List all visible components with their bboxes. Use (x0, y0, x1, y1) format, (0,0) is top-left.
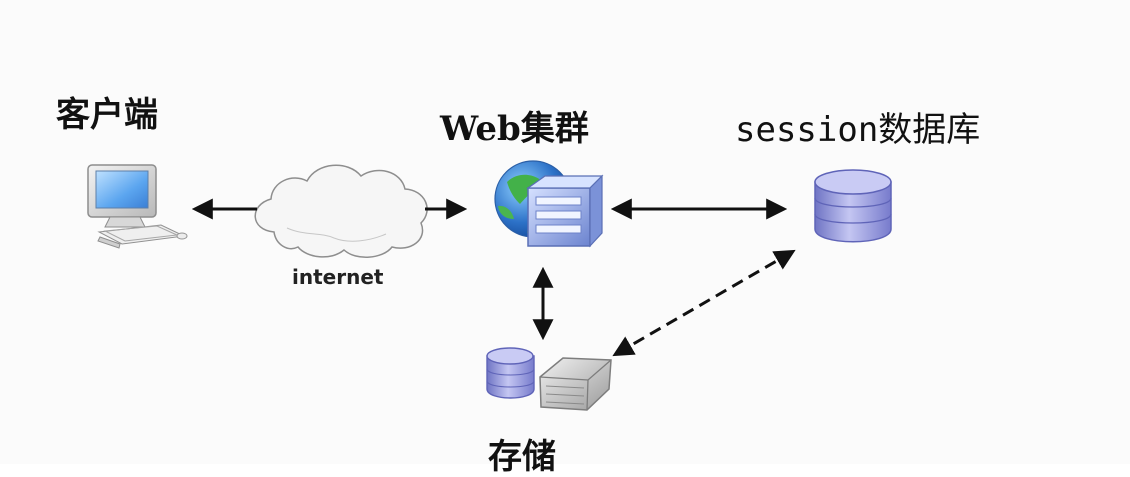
database-icon (814, 169, 892, 243)
architecture-diagram: 客户端 Web集群 session数据库 存储 internet (56, 95, 981, 474)
web-cluster-label: Web集群 (440, 109, 589, 149)
session-db-label: session数据库 (735, 110, 981, 150)
storage-device-icon (486, 347, 612, 411)
web-server-globe-icon (494, 160, 604, 248)
cloud-icon (254, 164, 428, 258)
desktop-computer-icon (87, 164, 188, 249)
internet-label: internet (292, 265, 384, 289)
diagram-canvas (87, 160, 892, 411)
session-db-storage-connector (612, 249, 796, 357)
client-label: 客户端 (56, 95, 158, 135)
